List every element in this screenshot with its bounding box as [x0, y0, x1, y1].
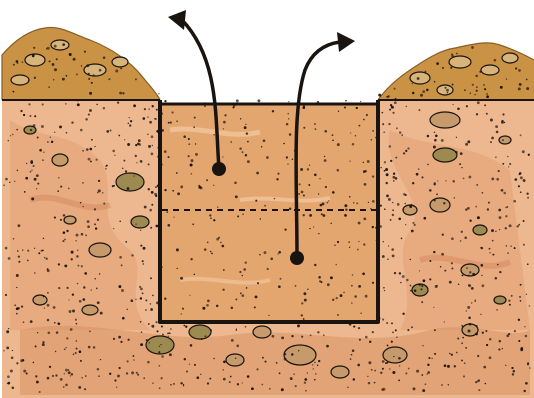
- pebble: [383, 347, 407, 363]
- pebble: [189, 325, 211, 339]
- pebble: [410, 72, 430, 84]
- pebble: [433, 148, 457, 162]
- pebble: [33, 295, 47, 305]
- upper-horizon-arrow-origin-dot: [212, 162, 226, 176]
- upper-horizon-arrow-head: [168, 10, 186, 30]
- lower-horizon-arrow-head: [337, 32, 355, 52]
- pebble: [461, 264, 479, 276]
- pebble: [473, 225, 487, 235]
- pebble: [64, 216, 76, 224]
- pebble: [116, 173, 144, 191]
- pebble: [112, 57, 128, 67]
- pebble: [82, 305, 98, 315]
- pebble: [430, 198, 450, 212]
- soil-pit: [160, 100, 378, 322]
- pebble: [284, 345, 316, 365]
- pebble: [499, 136, 511, 144]
- pebble: [437, 85, 453, 95]
- pebble: [226, 354, 244, 366]
- pebble: [331, 366, 349, 378]
- pebble: [131, 216, 149, 228]
- lower-horizon-arrow-origin-dot: [290, 251, 304, 265]
- pebble: [253, 326, 271, 338]
- pebble: [494, 296, 506, 304]
- pebble: [25, 54, 45, 66]
- pebble: [89, 243, 111, 257]
- pebble: [430, 112, 460, 128]
- right-spoil-heap: [378, 43, 534, 100]
- left-spoil-heap: [2, 27, 160, 100]
- pebble: [146, 336, 174, 354]
- pebble: [11, 75, 29, 85]
- pebble: [481, 65, 499, 75]
- pebble: [52, 154, 68, 166]
- pebble: [502, 53, 518, 63]
- pebble: [449, 56, 471, 68]
- pebble: [51, 40, 69, 50]
